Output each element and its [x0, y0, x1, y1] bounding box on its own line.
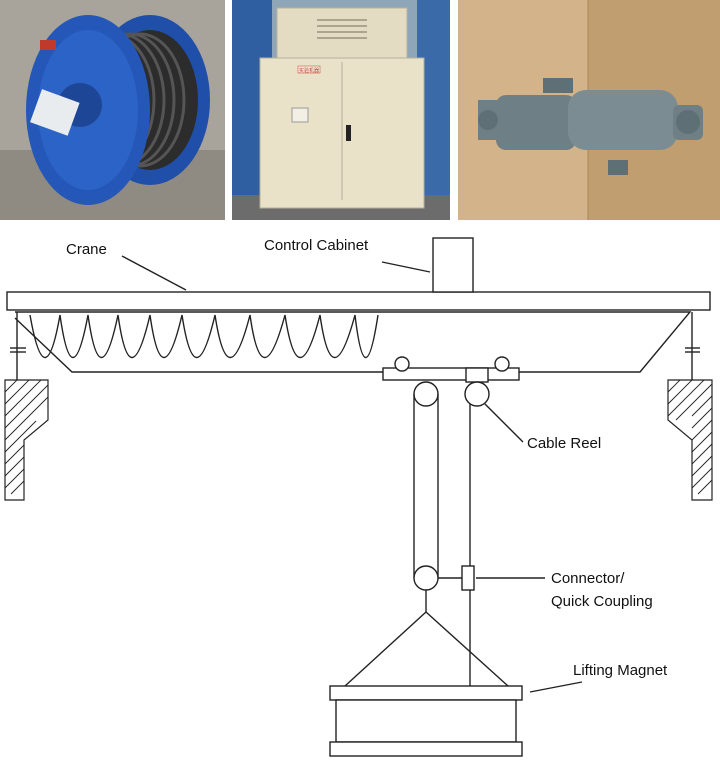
- cabinet-plate-text: 实验机器: [299, 67, 319, 74]
- connector-box: [461, 565, 475, 591]
- lifting-magnet-top: [329, 685, 523, 701]
- magnet-leader: [529, 681, 583, 693]
- crane-label: Crane: [66, 241, 107, 258]
- control-cabinet-photo: 实验机器: [232, 0, 450, 220]
- reel-leader: [484, 403, 524, 443]
- cabinet-leader: [381, 261, 431, 273]
- right-support: [667, 379, 713, 501]
- lifting-magnet-bottom: [329, 741, 523, 757]
- crane-leader: [121, 255, 187, 291]
- festoon-cable: [29, 314, 379, 359]
- connector-label-line2: Quick Coupling: [551, 593, 653, 610]
- left-support: [4, 379, 49, 501]
- crane-diagram: Crane Control Cabinet Cable Reel Connect…: [4, 237, 713, 757]
- cable-reel-photo: [0, 0, 225, 220]
- control-cabinet-label: Control Cabinet: [264, 237, 369, 254]
- connector-label-line1: Connector/: [551, 570, 625, 587]
- lifting-magnet-label: Lifting Magnet: [573, 662, 668, 679]
- crane-girder: [6, 291, 711, 311]
- control-cabinet-box: [432, 237, 474, 293]
- connector-photo: [458, 0, 720, 220]
- cable-reel-drum: [464, 381, 490, 407]
- cable-reel-label: Cable Reel: [527, 435, 601, 452]
